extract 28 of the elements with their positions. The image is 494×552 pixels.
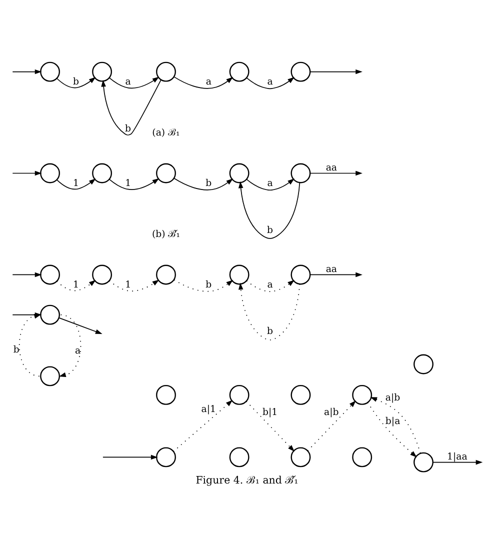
edge-label: a|b [385, 392, 400, 404]
edge-label: 1 [73, 178, 80, 189]
edge-label: 1 [73, 279, 80, 290]
edge-label: a|1 [201, 404, 216, 415]
edge-label: a [125, 76, 131, 88]
edge-label: a [267, 178, 273, 189]
edge-label: 1 [125, 279, 132, 290]
caption: Figure 4. ℬ₁ and ℬ̌₁ [196, 475, 298, 486]
edge-label: b [206, 178, 212, 189]
edge-label: b [125, 123, 132, 134]
edge-label: a|b [324, 407, 339, 418]
edge-label: aa [326, 264, 337, 275]
edge-label: 1|aa [447, 452, 468, 463]
edge-label: a [206, 76, 212, 88]
edge-label: a [267, 279, 273, 290]
label: (b) ℬ̌₁ [152, 229, 180, 240]
edge-label: b [73, 76, 80, 88]
edge-label: a [74, 345, 81, 356]
edge-label: b [267, 224, 274, 236]
label: (a) ℬ₁ [152, 128, 180, 139]
edge-label: 1 [125, 178, 132, 189]
edge-label: b|a [385, 416, 400, 427]
edge-label: b|1 [262, 407, 278, 418]
edge-label: b [13, 344, 20, 356]
edge-label: b [206, 279, 212, 290]
edge-label: aa [326, 162, 337, 174]
edge-label: b [267, 326, 274, 338]
edge-label: a [267, 76, 273, 88]
